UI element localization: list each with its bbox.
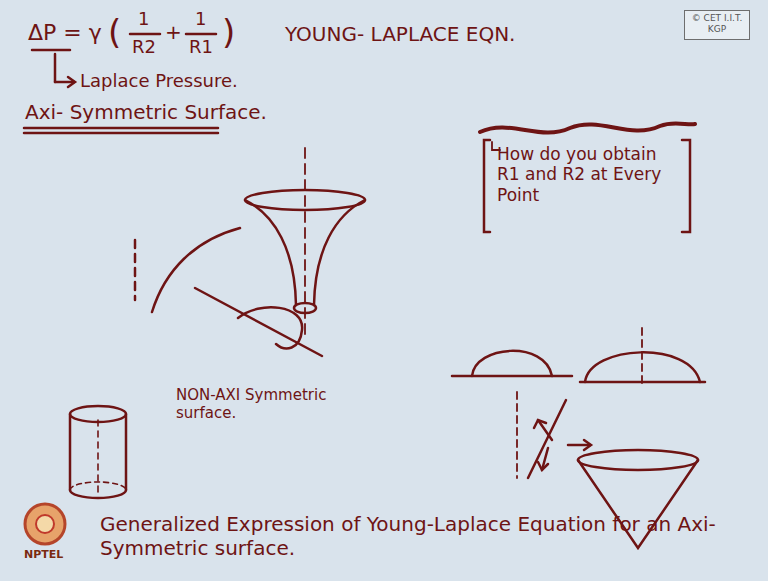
section-heading: Axi- Symmetric Surface.: [25, 100, 267, 124]
numerator: 1: [138, 8, 149, 30]
numerator: 1: [195, 8, 206, 30]
logo-text: NPTEL: [24, 548, 63, 561]
caption-note: NON-AXI Symmetric surface.: [176, 386, 336, 422]
denominator: R2: [132, 36, 156, 58]
paren: ): [222, 12, 235, 53]
denominator: R1: [189, 36, 213, 58]
footer-text: Generalized Expression of Young-Laplace …: [100, 512, 755, 560]
annotation: Laplace Pressure.: [80, 70, 238, 92]
note: How do you obtain R1 and R2 at Every Poi…: [497, 144, 677, 205]
operator: +: [165, 20, 182, 44]
box-text: © CET I.I.T. KGP: [688, 13, 746, 35]
paren: (: [108, 12, 121, 53]
equation-text: ΔP = γ: [28, 20, 102, 46]
copyright-box: © CET I.I.T. KGP: [684, 10, 750, 40]
equation-name: YOUNG- LAPLACE EQN.: [285, 22, 515, 46]
